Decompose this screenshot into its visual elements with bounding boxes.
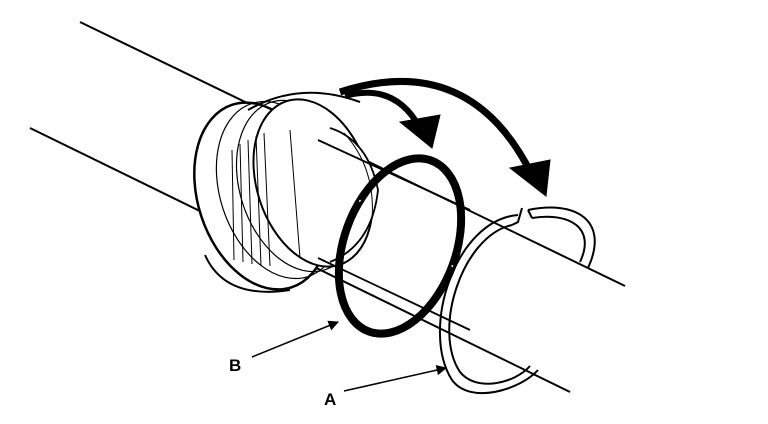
- ring-a: [438, 206, 596, 395]
- leader-line-b: [251, 320, 339, 358]
- shaft-neck: [317, 127, 471, 331]
- leader-line-a: [343, 364, 448, 392]
- callout-label-a: A: [324, 390, 336, 409]
- rotation-arrows: [338, 77, 551, 197]
- leader-lines: [251, 320, 448, 392]
- ring-b: [334, 154, 466, 338]
- callout-label-b: B: [229, 356, 241, 375]
